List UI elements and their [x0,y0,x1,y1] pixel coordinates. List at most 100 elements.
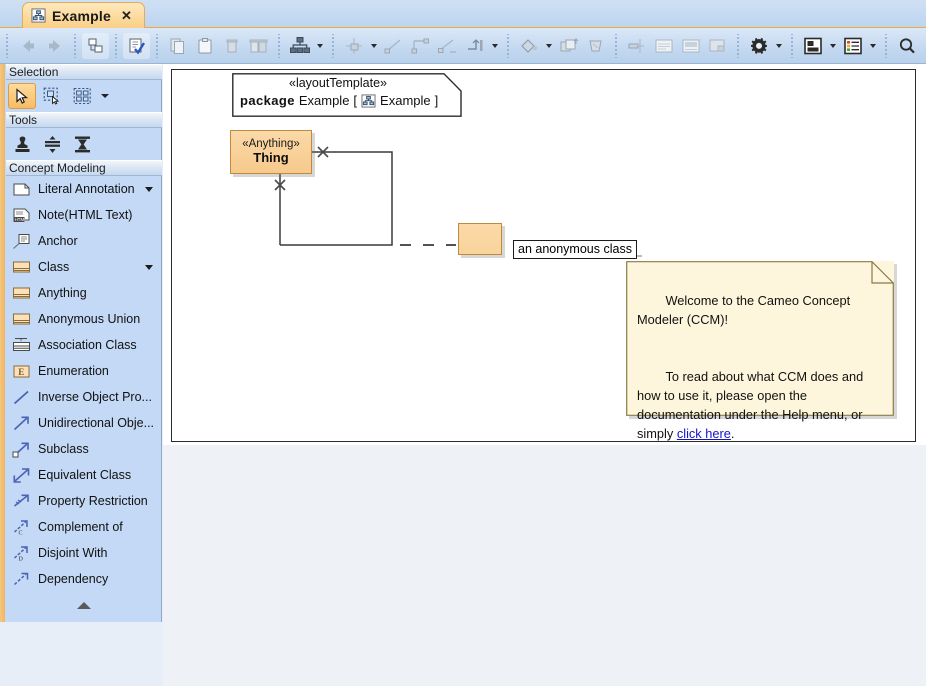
fill-color-dropdown[interactable] [542,33,555,59]
palette-item-anonymous-union[interactable]: Anonymous Union [6,306,161,332]
layout-dropdown[interactable] [313,33,326,59]
diagram-canvas[interactable]: «layoutTemplate» package Example [ Examp… [163,64,926,686]
bezier-line-icon [437,38,456,53]
toolbar-grip-5[interactable] [276,33,284,58]
chevron-down-icon [869,43,876,48]
back-button[interactable] [14,33,41,59]
multi-select-tool[interactable] [68,83,96,109]
route-rectilinear-button[interactable] [407,33,434,59]
palette-item-disjoint-with[interactable]: D Disjoint With [6,540,161,566]
marquee-select-tool[interactable] [38,83,66,109]
palette-scroll-up-button[interactable] [6,596,162,614]
palette-item-inverse-object-property[interactable]: Inverse Object Pro... [6,384,161,410]
toolbar-grip-2[interactable] [72,33,80,58]
palette-item-label: Complement of [38,520,123,534]
toolbar-grip-11[interactable] [883,33,891,58]
suppress-button[interactable] [623,33,650,59]
toolbar-grip-4[interactable] [154,33,162,58]
selection-tools-dropdown[interactable] [98,84,112,108]
palette-item-dependency[interactable]: Dependency [6,566,161,592]
show-image-button[interactable] [677,33,704,59]
route-dropdown[interactable] [488,33,501,59]
palette-item-equivalent-class[interactable]: Equivalent Class [6,462,161,488]
align-center-icon [74,136,90,152]
chevron-down-icon [101,94,109,98]
toolbar-grip-10[interactable] [789,33,797,58]
tab-bar: Example ✕ [0,0,926,28]
close-icon[interactable]: ✕ [121,7,132,23]
palette-item-label: Property Restriction [38,494,148,508]
tab-example[interactable]: Example ✕ [22,2,145,28]
legend-dropdown[interactable] [866,33,879,59]
forward-button[interactable] [41,33,68,59]
note-text: Welcome to the Cameo Concept Modeler (CC… [637,273,882,462]
select-in-containment-tree-button[interactable] [82,32,109,59]
selection-tools-row [6,80,161,112]
chevron-down-icon[interactable] [145,264,153,270]
palette-item-association-class[interactable]: Association Class [6,332,161,358]
legend-button[interactable] [839,33,866,59]
align-button[interactable] [340,33,367,59]
palette-item-literal-annotation[interactable]: Literal Annotation [6,176,161,202]
route-orthogonal-button[interactable] [461,33,488,59]
palette-item-complement-of[interactable]: C Complement of [6,514,161,540]
shape-style-button[interactable] [704,33,731,59]
palette-section-selection-label: Selection [9,65,59,79]
distribute-vertical-tool[interactable] [38,131,66,157]
svg-text:E: E [18,366,24,376]
route-bezier-button[interactable] [434,33,461,59]
palette-item-enumeration[interactable]: E Enumeration [6,358,161,384]
anonymous-class-label[interactable]: an anonymous class [513,240,637,259]
palette-section-tools[interactable]: Tools [6,112,162,128]
palette-item-unidirectional-object-property[interactable]: Unidirectional Obje... [6,410,161,436]
options-dropdown[interactable] [772,33,785,59]
palette-section-concept-modeling[interactable]: Concept Modeling [6,160,162,176]
align-dropdown[interactable] [367,33,380,59]
welcome-note[interactable]: Welcome to the Cameo Concept Modeler (CC… [626,261,894,441]
route-diagonal-button[interactable] [380,33,407,59]
validate-button[interactable] [123,32,150,59]
complement-arrow-icon: C [13,519,28,536]
options-button[interactable] [745,33,772,59]
show-compartment-button[interactable] [650,33,677,59]
copy-button[interactable] [164,33,191,59]
delete-from-diagram-button[interactable] [245,33,272,59]
class-node-name: Thing [253,150,289,166]
package-bracket-open: [ [353,93,358,108]
toolbar-grip-8[interactable] [613,33,621,58]
fill-color-button[interactable] [515,33,542,59]
toolbar-grip-3[interactable] [113,33,121,58]
toolbar-grip-7[interactable] [505,33,513,58]
search-button[interactable] [893,33,920,59]
palette-item-subclass[interactable]: Subclass [6,436,161,462]
chevron-down-icon[interactable] [145,186,153,192]
palette-item-label: Class [38,260,70,274]
class-node-thing[interactable]: «Anything» Thing [230,130,312,174]
palette-item-property-restriction[interactable]: Property Restriction [6,488,161,514]
delete-button[interactable] [218,33,245,59]
validate-check-icon [129,38,145,55]
bring-to-front-button[interactable] [555,33,582,59]
package-header[interactable]: «layoutTemplate» package Example [ Examp… [232,73,462,117]
toolbar-grip-6[interactable] [330,33,338,58]
panels-button[interactable] [799,33,826,59]
palette-item-note-html-text[interactable]: HTML Note(HTML Text) [6,202,161,228]
package-inner-name: Example [380,93,431,108]
anonymous-class-node[interactable] [458,223,502,255]
align-center-tool[interactable] [68,131,96,157]
class-box-icon [13,287,30,298]
paste-button[interactable] [191,33,218,59]
palette-section-selection[interactable]: Selection [6,64,162,80]
note-link[interactable]: click here [676,425,731,441]
toolbar-grip-9[interactable] [735,33,743,58]
chevron-down-icon [829,43,836,48]
layout-button[interactable] [286,33,313,59]
pointer-tool[interactable] [8,83,36,109]
panels-dropdown[interactable] [826,33,839,59]
toolbar-grip[interactable] [4,33,12,58]
format-painter-button[interactable] [582,33,609,59]
palette-item-anchor[interactable]: Anchor [6,228,161,254]
palette-item-class[interactable]: Class [6,254,161,280]
palette-item-anything[interactable]: Anything [6,280,161,306]
stamp-tool[interactable] [8,131,36,157]
